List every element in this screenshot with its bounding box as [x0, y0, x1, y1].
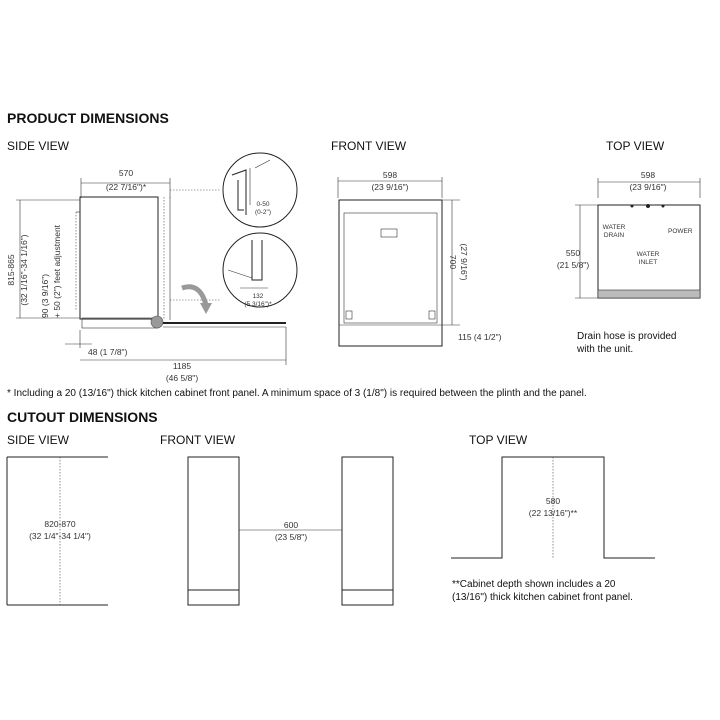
cutout-dimensions-title: CUTOUT DIMENSIONS	[7, 409, 158, 425]
water-drain-line1: WATER	[603, 224, 626, 231]
cutout-front-view-label: FRONT VIEW	[160, 433, 236, 447]
side-height-range-mm: 815-865	[6, 254, 16, 285]
detail-gap-mm: 0-50	[256, 201, 269, 208]
product-top-view-drawing: 598 (23 9/16") 550 (21 5/8") WATER DRAIN…	[557, 170, 701, 355]
side-door-open-in: (46 5/8")	[166, 373, 198, 383]
product-dimensions-title: PRODUCT DIMENSIONS	[7, 110, 169, 126]
cutout-top-view-drawing: 580 (22 13/16")** **Cabinet depth shown …	[451, 456, 655, 603]
front-plinth-label: 115 (4 1/2")	[458, 332, 502, 342]
top-depth-in: (21 5/8")	[557, 260, 589, 270]
side-depth-mm: 570	[119, 168, 133, 178]
product-footnote: * Including a 20 (13/16") thick kitchen …	[7, 388, 587, 399]
side-depth-in: (22 7/16")*	[106, 182, 147, 192]
water-inlet-line2: INLET	[639, 259, 657, 266]
drain-note-line2: with the unit.	[576, 344, 633, 355]
front-height-in: (27 9/16")	[459, 243, 469, 280]
front-height-mm: 700	[448, 255, 458, 269]
side-door-open-mm: 1185	[173, 361, 192, 371]
side-feet-adjust: + 50 (2") feet adjustment	[52, 224, 62, 318]
top-width-mm: 598	[641, 170, 655, 180]
side-foot-offset: 48 (1 7/8")	[88, 347, 128, 357]
front-width-mm: 598	[383, 170, 397, 180]
front-width-in: (23 9/16")	[371, 182, 408, 192]
drain-note-line1: Drain hose is provided	[577, 331, 677, 342]
product-front-view-drawing: 598 (23 9/16") 700 (27 9/16") 115 (4 1/2…	[337, 170, 502, 347]
cutout-note-line1: **Cabinet depth shown includes a 20	[452, 579, 616, 590]
product-side-view-drawing: 570 (22 7/16")* 815-865 (32 1/16"-34 1/1…	[6, 152, 298, 383]
cutout-side-height-mm: 820-870	[44, 519, 75, 529]
top-depth-mm: 550	[566, 248, 580, 258]
cutout-note-line2: (13/16") thick kitchen cabinet front pan…	[452, 592, 633, 603]
cutout-side-view-drawing: 820-870 (32 1/4"-34 1/4")	[6, 456, 108, 606]
top-width-in: (23 9/16")	[629, 182, 666, 192]
power-label: POWER	[668, 228, 693, 235]
cutout-front-view-drawing: 600 (23 5/8")	[187, 456, 394, 606]
side-height-range-in: (32 1/16"-34 1/16")	[19, 234, 29, 305]
product-front-view-label: FRONT VIEW	[331, 139, 407, 153]
detail-depth-mm: 132	[253, 293, 264, 300]
detail-gap-in: (0-2")	[255, 209, 271, 216]
cutout-top-depth-mm: 580	[546, 496, 560, 506]
cutout-front-width-in: (23 5/8")	[275, 532, 307, 542]
detail-depth-in: (5 3/16")*	[244, 301, 272, 308]
cutout-top-depth-in: (22 13/16")**	[529, 508, 578, 518]
product-side-view-label: SIDE VIEW	[7, 139, 70, 153]
cutout-top-view-label: TOP VIEW	[469, 433, 528, 447]
water-inlet-line1: WATER	[637, 251, 660, 258]
water-drain-line2: DRAIN	[604, 232, 625, 239]
cutout-front-width-mm: 600	[284, 520, 298, 530]
side-plinth-mm: 90 (3 9/16")	[40, 274, 50, 318]
cutout-side-view-label: SIDE VIEW	[7, 433, 70, 447]
product-top-view-label: TOP VIEW	[606, 139, 665, 153]
cutout-side-height-in: (32 1/4"-34 1/4")	[29, 531, 91, 541]
